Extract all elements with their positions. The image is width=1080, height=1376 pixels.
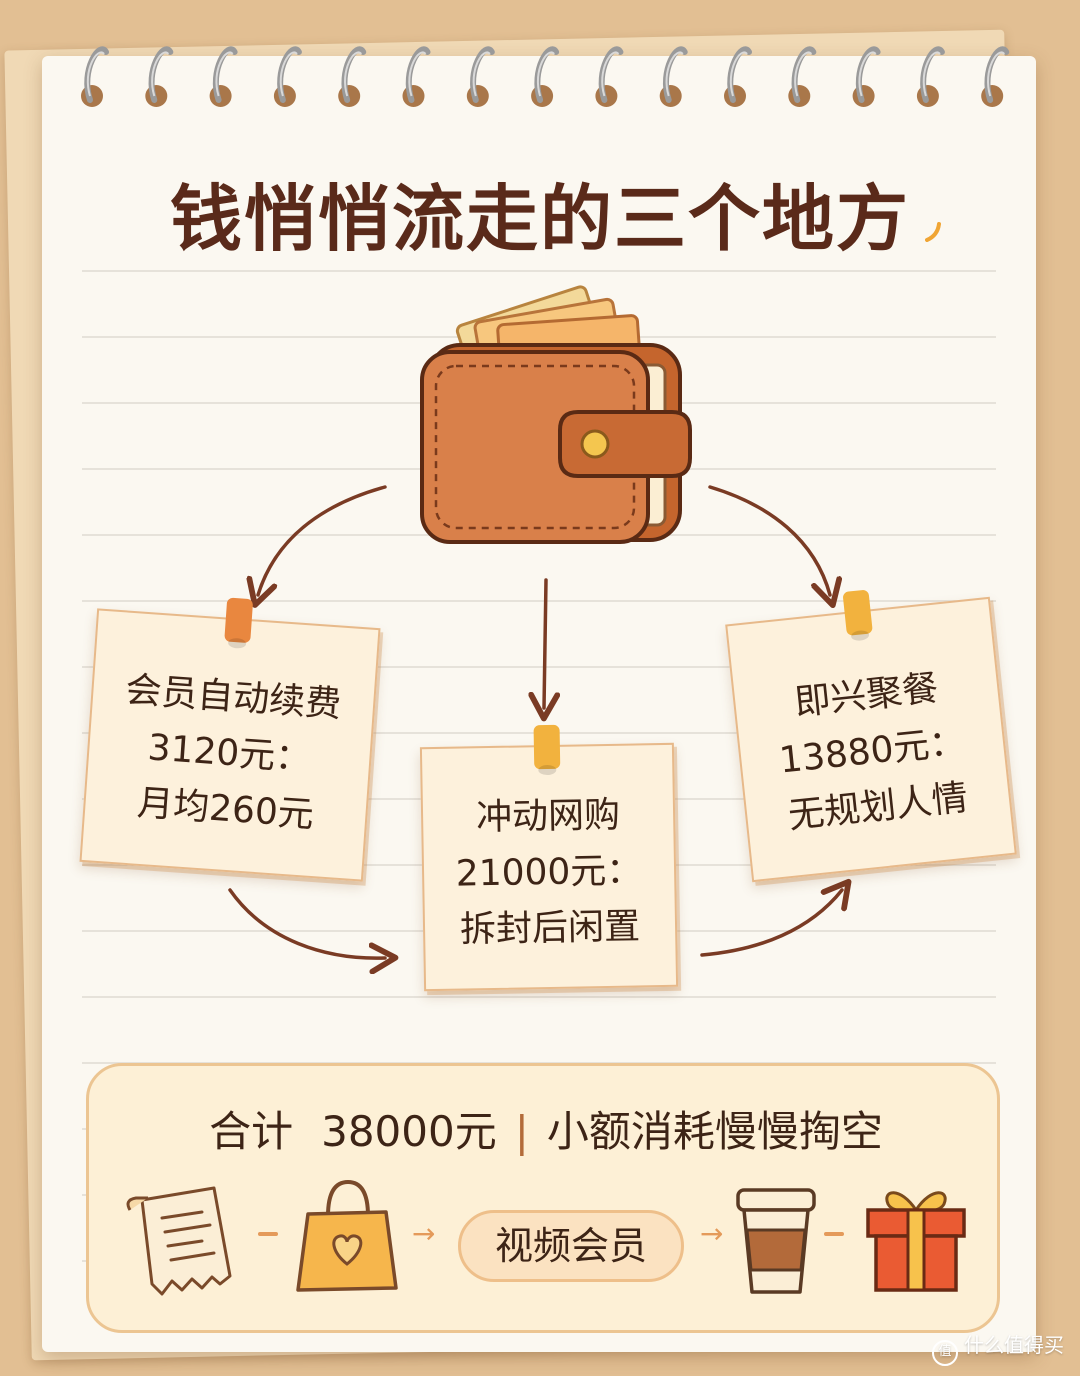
watermark-text: 什么值得买 — [964, 1333, 1064, 1357]
sticky-note-member-renewal: 会员自动续费 3120元： 月均260元 — [79, 597, 381, 882]
flow-dash — [824, 1232, 844, 1236]
wallet-icon — [420, 285, 692, 544]
note-amount: 21000元： — [455, 850, 643, 895]
coffee-cup-icon — [736, 1188, 816, 1294]
pin-icon — [224, 597, 254, 644]
pin-icon — [533, 724, 561, 770]
summary-panel: 合计 38000元 | 小额消耗慢慢掏空 — [86, 1063, 1000, 1333]
shopping-bag-icon — [296, 1179, 398, 1292]
summary-amount: 38000元 — [321, 1107, 497, 1156]
pin-icon — [842, 589, 873, 636]
receipt-icon — [126, 1186, 232, 1296]
sticky-note-impromptu-dinner: 即兴聚餐 13880元： 无规划人情 — [725, 589, 1017, 883]
gift-box-icon — [866, 1191, 966, 1292]
summary-desc: 小额消耗慢慢掏空 — [546, 1107, 883, 1156]
page-title: 钱悄悄流走的三个地方 — [169, 177, 910, 261]
note-title: 冲动网购 — [475, 794, 621, 839]
sticky-note-impulse-shopping: 冲动网购 21000元： 拆封后闲置 — [419, 724, 679, 992]
title-accent-mark — [925, 222, 941, 242]
video-membership-pill: 视频会员 — [458, 1210, 684, 1282]
flow-arrow: → — [700, 1217, 724, 1250]
summary-text: 合计 38000元 | 小额消耗慢慢掏空 — [89, 1098, 1003, 1159]
summary-separator: | — [514, 1107, 529, 1156]
note-detail: 拆封后闲置 — [459, 906, 641, 951]
flow-arrow: → — [412, 1217, 436, 1250]
watermark-badge: 值 — [932, 1340, 958, 1366]
flow-dash — [258, 1232, 278, 1236]
watermark: 值什么值得买 — [932, 1329, 1064, 1366]
summary-label: 合计 — [209, 1107, 294, 1156]
